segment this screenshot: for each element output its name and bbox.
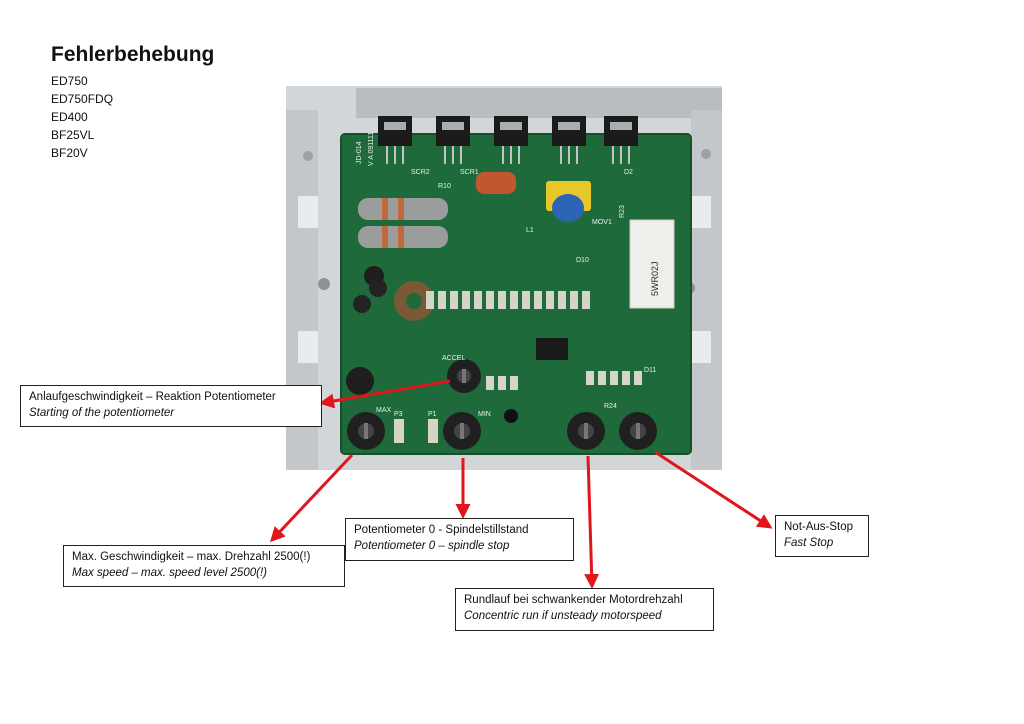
callout-stop: Not-Aus-Stop Fast Stop [775,515,869,557]
silk-label: R24 [604,403,617,410]
silk-label: P3 [394,411,403,418]
ceramic-resistor [629,219,675,309]
silk-label: P1 [428,411,437,418]
callout-max: Max. Geschwindigkeit – max. Drehzahl 250… [63,545,345,587]
silk-label: SCR2 [411,169,430,176]
callout-text-en: Concentric run if unsteady motorspeed [464,610,662,622]
silk-label: MIN [478,411,491,418]
resistor-marking: 5WR02J [650,261,660,296]
callout-accel: Anlaufgeschwindigkeit – Reaktion Potenti… [20,385,322,427]
ic-chip [536,338,568,360]
callout-text-de: Rundlauf bei schwankender Motordrehzahl [464,594,683,606]
pot-ir [567,412,605,450]
silk-label: R10 [438,183,451,190]
callout-text-de: Potentiometer 0 - Spindelstillstand [354,524,529,536]
model-item: BF20V [51,146,88,160]
film-capacitor [476,172,516,194]
pot-min [443,412,481,450]
silk-label: L1 [526,227,534,234]
silk-label: R23 [619,205,626,218]
model-item: ED750FDQ [51,92,114,106]
controller-board-image: JD-014 V A 091111 SCR2 SCR1 R10 ACCEL MA… [286,86,722,470]
silk-label: JD-014 [356,141,363,164]
silk-label: SCR1 [460,169,479,176]
page-title: Fehlerbehebung [51,43,215,66]
callout-text-en: Max speed – max. speed level 2500(!) [72,567,267,579]
silk-label: V A 091111 [368,132,375,166]
silk-label: MAX [376,407,392,414]
silk-label: D10 [576,257,589,264]
callout-text-de: Not-Aus-Stop [784,521,854,533]
callout-ir: Rundlauf bei schwankender Motordrehzahl … [455,588,714,631]
header-row [426,291,590,309]
callout-min: Potentiometer 0 - Spindelstillstand Pote… [345,518,574,561]
silk-label: MOV1 [592,219,612,226]
model-item: BF25VL [51,128,95,142]
pot-max [347,412,385,450]
silk-label: ACCEL [442,355,465,362]
power-resistors [358,198,448,248]
callout-text-en: Starting of the potentiometer [29,407,175,419]
arrow-ir [584,455,600,589]
model-list: ED750 ED750FDQ ED400 BF25VL BF20V [51,72,113,162]
silk-label: D11 [644,367,656,374]
varistor [552,194,584,222]
pot-stop [619,412,657,450]
model-item: ED400 [51,110,88,124]
callout-text-en: Potentiometer 0 – spindle stop [354,540,510,552]
silk-label: D2 [624,169,633,176]
power-transistors [378,116,638,146]
heatsink-top-rail [356,88,722,118]
callout-text-de: Max. Geschwindigkeit – max. Drehzahl 250… [72,551,311,563]
model-item: ED750 [51,74,88,88]
callout-text-en: Fast Stop [784,537,834,549]
pot-accel [447,359,481,393]
callout-text-de: Anlaufgeschwindigkeit – Reaktion Potenti… [29,391,276,403]
